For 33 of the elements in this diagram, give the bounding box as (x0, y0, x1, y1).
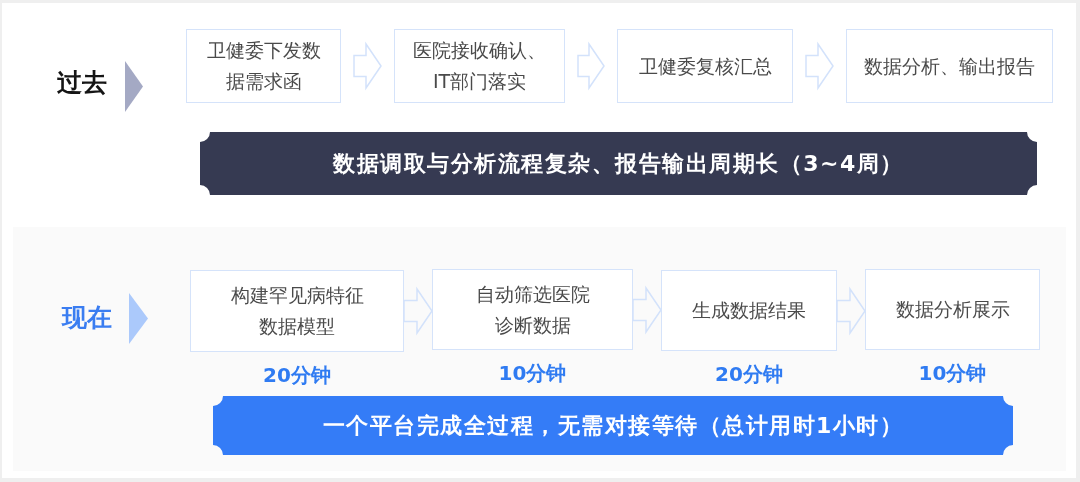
block-arrow (836, 286, 866, 336)
process-box (186, 29, 341, 103)
block-arrow (577, 41, 605, 91)
step-text: 构建罕见病特征数据模型 (229, 283, 365, 339)
duration-label: 20分钟 (263, 363, 331, 387)
step-text: 医院接收确认、IT部门落实 (412, 38, 547, 94)
process-box (394, 29, 565, 103)
block-arrow (403, 286, 433, 336)
process-box (432, 269, 633, 350)
step-text: 数据分析展示 (895, 297, 1010, 322)
banner-text: 数据调取与分析流程复杂、报告输出周期长（3~4周） (333, 149, 904, 178)
banner-text: 一个平台完成全过程，无需对接等待（总计用时1小时） (322, 411, 904, 440)
duration-label: 10分钟 (498, 361, 567, 385)
block-arrow (805, 41, 834, 91)
step-text: 卫健委复核汇总 (638, 53, 772, 79)
block-arrow (632, 285, 662, 335)
process-box (617, 29, 793, 103)
step-text: 数据分析、输出报告 (864, 53, 1035, 79)
process-box (661, 270, 837, 351)
summary-banner (200, 132, 1037, 195)
section-panel (13, 227, 1066, 471)
duration-label: 20分钟 (715, 362, 783, 386)
block-arrow (353, 41, 382, 91)
row-title: 现在 (62, 303, 112, 333)
row-title: 过去 (57, 68, 107, 98)
step-text: 自动筛选医院诊断数据 (474, 281, 591, 338)
step-text: 卫健委下发数据需求函 (205, 38, 322, 94)
process-box (846, 29, 1053, 103)
duration-label: 10分钟 (918, 361, 987, 385)
summary-banner (213, 396, 1013, 455)
process-box (190, 270, 404, 352)
process-box (865, 269, 1040, 350)
step-text: 生成数据结果 (692, 298, 806, 323)
